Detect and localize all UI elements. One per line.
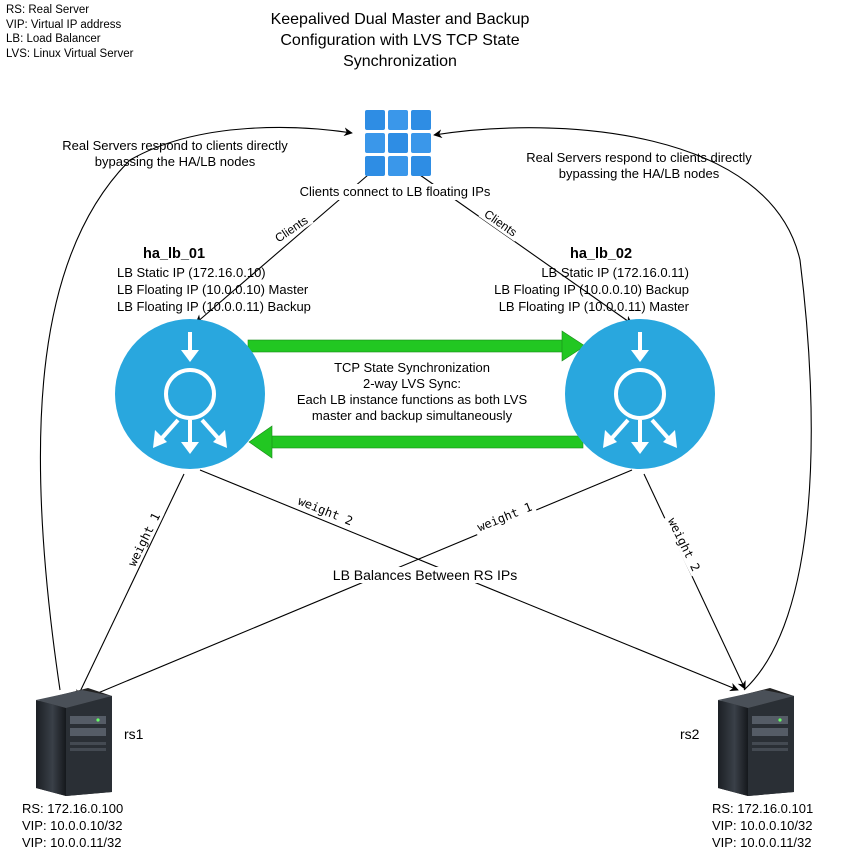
lb2-load-balancer-icon xyxy=(565,319,715,469)
lb1-detail-line: LB Static IP (172.16.0.10) xyxy=(117,265,266,280)
title-line: Keepalived Dual Master and Backup xyxy=(270,11,530,28)
lb2-detail-line: LB Floating IP (10.0.0.10) Backup xyxy=(494,282,689,297)
rs2-detail-line: RS: 172.16.0.101 xyxy=(712,801,814,816)
rs1-detail-line: RS: 172.16.0.100 xyxy=(22,801,124,816)
return-note-right: Real Servers respond to clients directly… xyxy=(494,150,784,182)
sync-line: Each LB instance functions as both LVS xyxy=(296,392,528,407)
edge-label-lb1-rs1-weight: weight 1 xyxy=(125,511,163,569)
rs1-detail-line: VIP: 10.0.0.11/32 xyxy=(22,835,122,850)
clients-grid-icon xyxy=(365,110,431,176)
edge-lb1-rs1 xyxy=(76,473,185,699)
legend: RS: Real Server VIP: Virtual IP address … xyxy=(6,3,133,61)
sync-arrow-right xyxy=(247,330,586,362)
legend-item: VIP: Virtual IP address xyxy=(6,18,122,31)
sync-description: TCP State Synchronization 2-way LVS Sync… xyxy=(272,360,552,424)
lb1-detail-line: LB Floating IP (10.0.0.11) Backup xyxy=(117,299,311,314)
rs2-server-tower-icon xyxy=(718,688,794,796)
edge-lb2-rs2 xyxy=(643,473,746,690)
sync-line: TCP State Synchronization xyxy=(334,360,490,375)
legend-item: RS: Real Server xyxy=(6,4,90,16)
rs1-server-tower-icon xyxy=(36,688,112,796)
rs2-detail-line: VIP: 10.0.0.10/32 xyxy=(712,818,813,833)
return-note-line: bypassing the HA/LB nodes xyxy=(558,166,720,181)
lb1-detail-line: LB Floating IP (10.0.0.10) Master xyxy=(117,282,309,297)
lb2-details: LB Static IP (172.16.0.11) LB Floating I… xyxy=(440,264,689,315)
title-line: Synchronization xyxy=(343,53,457,70)
edge-label-lb2-rs2-weight: weight 2 xyxy=(665,516,703,574)
return-edge-rs1-clients xyxy=(39,126,353,691)
return-note-line: bypassing the HA/LB nodes xyxy=(94,154,256,169)
rs2-details: RS: 172.16.0.101 VIP: 10.0.0.10/32 VIP: … xyxy=(712,800,813,851)
balance-caption: LB Balances Between RS IPs xyxy=(300,567,550,583)
clients-caption: Clients connect to LB floating IPs xyxy=(270,184,520,200)
lb2-detail-line: LB Static IP (172.16.0.11) xyxy=(541,265,689,280)
return-note-line: Real Servers respond to clients directly xyxy=(62,138,288,153)
rs2-name: rs2 xyxy=(680,726,700,742)
lb1-name: ha_lb_01 xyxy=(143,246,206,262)
sync-line: master and backup simultaneously xyxy=(311,408,513,423)
edge-lb2-rs1 xyxy=(85,469,633,700)
rs1-detail-line: VIP: 10.0.0.10/32 xyxy=(22,818,123,833)
return-note-line: Real Servers respond to clients directly xyxy=(526,150,752,165)
lb1-load-balancer-icon xyxy=(115,319,265,469)
lb2-detail-line: LB Floating IP (10.0.0.11) Master xyxy=(498,299,689,314)
lb2-name: ha_lb_02 xyxy=(570,246,633,262)
sync-arrow-left xyxy=(248,425,584,459)
edge-label-clients-right: Clients xyxy=(482,207,520,240)
sync-line: 2-way LVS Sync: xyxy=(362,376,462,391)
return-note-left: Real Servers respond to clients directly… xyxy=(30,138,320,170)
rs1-details: RS: 172.16.0.100 VIP: 10.0.0.10/32 VIP: … xyxy=(22,800,123,851)
rs2-detail-line: VIP: 10.0.0.11/32 xyxy=(712,835,812,850)
return-edge-rs2-clients xyxy=(433,127,812,691)
rs1-name: rs1 xyxy=(124,726,144,742)
title-line: Configuration with LVS TCP State xyxy=(280,32,520,49)
legend-item: LVS: Linux Virtual Server xyxy=(6,47,134,60)
lb1-details: LB Static IP (172.16.0.10) LB Floating I… xyxy=(117,264,311,315)
diagram-title: Keepalived Dual Master and Backup Config… xyxy=(225,9,575,72)
legend-item: LB: Load Balancer xyxy=(6,33,101,45)
edge-label-lb1-rs2-weight: weight 2 xyxy=(296,494,355,529)
edge-label-lb2-rs1-weight: weight 1 xyxy=(475,500,534,535)
